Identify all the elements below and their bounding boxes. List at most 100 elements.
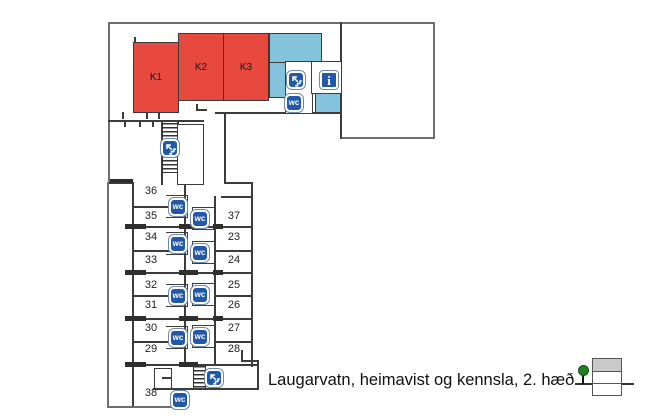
info-label: i bbox=[327, 72, 331, 88]
wall-tick bbox=[152, 121, 154, 127]
wall bbox=[214, 196, 216, 366]
wc-icon: wc bbox=[190, 327, 210, 347]
wall bbox=[257, 360, 259, 390]
room-number: 30 bbox=[144, 322, 158, 334]
wall bbox=[341, 137, 435, 139]
wc-label: wc bbox=[172, 239, 184, 248]
room-number: 31 bbox=[144, 299, 158, 311]
classroom-label: K2 bbox=[194, 61, 208, 73]
room-number: 27 bbox=[227, 322, 241, 334]
wc-label: wc bbox=[172, 202, 184, 211]
wall bbox=[213, 270, 223, 275]
wall bbox=[108, 182, 134, 184]
wall bbox=[107, 406, 189, 408]
wall bbox=[215, 112, 341, 114]
floor-indicator-floor bbox=[593, 372, 621, 384]
room-number: 28 bbox=[227, 343, 241, 355]
wc-closet bbox=[166, 195, 188, 218]
wall-tick bbox=[122, 112, 124, 119]
wall-tick bbox=[196, 109, 207, 111]
wall bbox=[108, 22, 110, 184]
wc-label: wc bbox=[194, 214, 206, 223]
wc-label: wc bbox=[174, 395, 186, 404]
room-number: 26 bbox=[227, 299, 241, 311]
wall-tick bbox=[158, 112, 160, 119]
stairs-glyph bbox=[291, 75, 302, 87]
floor-indicator-highlighted-floor bbox=[593, 359, 621, 372]
blue-room bbox=[315, 92, 341, 114]
wall bbox=[107, 182, 109, 408]
classroom-k1: K1 bbox=[133, 42, 179, 113]
wall bbox=[110, 179, 133, 183]
room-number: 32 bbox=[144, 279, 158, 291]
classroom-k2: K2 bbox=[178, 33, 224, 101]
wc-label: wc bbox=[288, 98, 300, 107]
wall bbox=[241, 360, 259, 362]
info-icon: i bbox=[319, 70, 339, 90]
wall-tick bbox=[196, 104, 198, 110]
room-number: 29 bbox=[144, 343, 158, 355]
floor-indicator-icon bbox=[592, 358, 622, 396]
room-number: 24 bbox=[227, 254, 241, 266]
wc-icon: wc bbox=[190, 243, 210, 263]
wc-icon: wc bbox=[284, 93, 304, 113]
stairs-glyph bbox=[165, 143, 176, 155]
wall bbox=[108, 120, 204, 122]
stair-treads bbox=[162, 156, 178, 173]
wall bbox=[179, 362, 198, 367]
wall bbox=[215, 295, 252, 297]
wall-tick bbox=[134, 37, 136, 43]
wall-tick bbox=[124, 121, 126, 127]
wall bbox=[221, 196, 252, 198]
blue-room bbox=[269, 33, 322, 63]
wall bbox=[133, 250, 185, 252]
wc-icon: wc bbox=[190, 285, 210, 305]
wc-icon: wc bbox=[168, 234, 188, 254]
wc-icon: wc bbox=[168, 328, 188, 348]
room-number: 23 bbox=[227, 231, 241, 243]
stairs-icon bbox=[286, 70, 306, 90]
wc-icon: wc bbox=[168, 286, 188, 306]
tree-icon bbox=[582, 375, 584, 384]
classroom-k3: K3 bbox=[223, 33, 269, 101]
service-room bbox=[154, 368, 172, 389]
room-number: 33 bbox=[144, 254, 158, 266]
room-number: 38 bbox=[144, 387, 158, 399]
wc-label: wc bbox=[194, 332, 206, 341]
wall bbox=[241, 350, 243, 362]
room-number: 25 bbox=[227, 279, 241, 291]
blue-room bbox=[269, 62, 286, 98]
room-number: 35 bbox=[144, 210, 158, 222]
room-number: 34 bbox=[144, 231, 158, 243]
wall bbox=[224, 112, 226, 184]
wc-closet bbox=[166, 284, 188, 307]
stairs-icon bbox=[204, 368, 224, 388]
wall bbox=[433, 22, 435, 139]
wall bbox=[224, 182, 253, 184]
stair-lobby bbox=[177, 124, 204, 185]
map-caption: Laugarvatn, heimavist og kennsla, 2. hæð bbox=[268, 371, 575, 389]
wall bbox=[179, 224, 198, 229]
wall bbox=[179, 316, 198, 321]
tree-icon bbox=[578, 365, 589, 376]
wc-icon: wc bbox=[170, 390, 190, 410]
room-number: 37 bbox=[227, 210, 241, 222]
wall bbox=[251, 182, 253, 367]
wc-label: wc bbox=[172, 291, 184, 300]
wall bbox=[125, 270, 146, 275]
wall bbox=[133, 295, 185, 297]
wall bbox=[215, 341, 252, 343]
classroom-label: K1 bbox=[149, 72, 163, 83]
wall bbox=[133, 206, 185, 208]
wall-tick bbox=[162, 377, 172, 379]
stair-treads bbox=[162, 123, 178, 139]
wc-label: wc bbox=[194, 248, 206, 257]
classroom-label: K3 bbox=[239, 61, 253, 73]
wall bbox=[125, 224, 146, 229]
wc-closet bbox=[166, 232, 188, 255]
room-number: 36 bbox=[144, 185, 158, 197]
wall bbox=[213, 224, 223, 229]
wc-closet bbox=[166, 326, 188, 349]
wc-icon: wc bbox=[168, 197, 188, 217]
